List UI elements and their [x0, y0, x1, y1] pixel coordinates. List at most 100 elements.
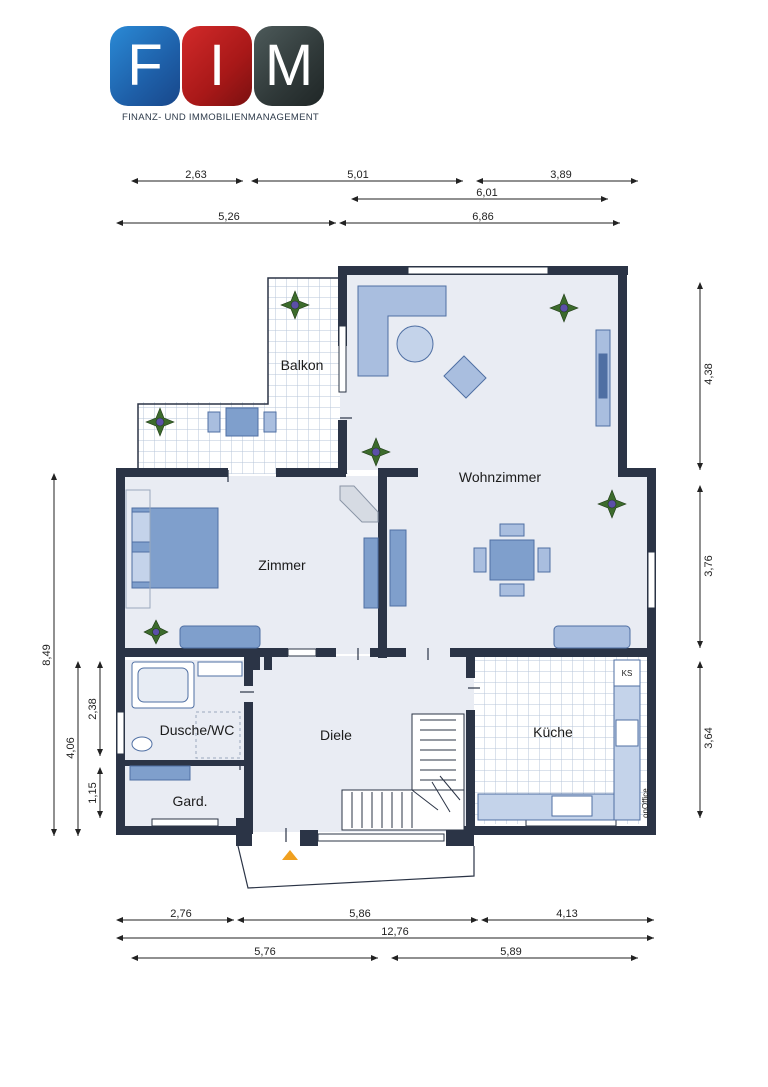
sideboard: [553, 625, 631, 649]
kitchen-sink: [551, 795, 593, 817]
bed-headboard: [125, 489, 151, 609]
shelf: [389, 529, 407, 607]
dim-label: 8,49: [41, 644, 53, 665]
balkon-floor: [268, 278, 348, 408]
logo-tagline: FINANZ- UND IMMOBILIENMANAGEMENT: [122, 112, 319, 123]
dimension-labels: 2,63 5,01 3,89 6,01 5,26 6,86 2,76 5,86 …: [41, 169, 715, 958]
window: [407, 266, 549, 275]
balcony-chair: [263, 411, 277, 433]
dim-label: 2,63: [185, 169, 206, 181]
room-label-garderobe: Gard.: [172, 793, 207, 809]
window: [287, 648, 317, 657]
window: [317, 833, 445, 842]
wall: [466, 656, 475, 678]
wall: [252, 656, 260, 670]
plant-icon: [597, 489, 627, 519]
window: [338, 325, 347, 393]
wall: [244, 702, 253, 834]
dim-label: 2,38: [87, 698, 99, 719]
plant-icon: [143, 619, 169, 645]
bathtub-inner: [137, 667, 189, 703]
dim-label: 5,76: [254, 946, 275, 958]
kitchen-fixtures: [477, 659, 641, 821]
bedroom-furniture: [125, 485, 407, 649]
balcony-chair: [207, 411, 221, 433]
wall: [338, 266, 347, 346]
room-label-wohnzimmer: Wohnzimmer: [459, 469, 542, 485]
room-label-kueche: Küche: [533, 724, 573, 740]
dim-label: 3,76: [703, 555, 715, 576]
window: [116, 711, 125, 755]
wall: [446, 830, 474, 846]
dim-label: 6,86: [472, 211, 493, 223]
wall: [378, 468, 418, 477]
toilet: [131, 736, 153, 752]
fireplace: [339, 485, 379, 523]
tv: [598, 353, 608, 399]
wall: [378, 468, 387, 658]
dim-label: 5,26: [218, 211, 239, 223]
wardrobe-shelf: [129, 765, 191, 781]
windows: [116, 266, 656, 842]
room-labels: Balkon Wohnzimmer Zimmer Dusche/WC Diele…: [160, 357, 650, 818]
dining-chair: [499, 583, 525, 597]
wall: [618, 266, 627, 474]
bathroom-fixtures: [129, 661, 243, 781]
plant-icon: [145, 407, 175, 437]
living-room-furniture: [357, 285, 631, 649]
room-label-balkon: Balkon: [281, 357, 324, 373]
logo-letter-f: F: [110, 26, 180, 106]
wall: [448, 826, 656, 835]
staircase: [341, 713, 465, 831]
corner-sofa: [357, 285, 447, 377]
walls: [116, 266, 656, 846]
wall: [338, 420, 347, 474]
dim-label: 5,01: [347, 169, 368, 181]
double-sink: [197, 661, 243, 677]
shower-tray: [195, 711, 241, 759]
dim-label: 3,64: [703, 727, 715, 748]
logo-letter-i: I: [182, 26, 252, 106]
entrance-arrow-icon: [282, 850, 298, 860]
wall: [116, 760, 248, 766]
dining-chair: [473, 547, 487, 573]
wall: [236, 818, 252, 846]
dim-label: 12,76: [381, 926, 409, 938]
logo-letter-m: M: [254, 26, 324, 106]
dining-table: [489, 539, 535, 581]
wall: [316, 648, 336, 657]
plant-icon: [280, 290, 310, 320]
dim-label: 4,38: [703, 363, 715, 384]
room-label-dusche-wc: Dusche/WC: [160, 722, 235, 738]
coffee-table: [396, 325, 434, 363]
wall: [116, 648, 288, 657]
bed-pillow: [131, 551, 151, 583]
balcony-table: [225, 407, 259, 437]
plants: [143, 290, 627, 645]
plant-icon: [549, 293, 579, 323]
entrance-porch: [237, 845, 475, 889]
window: [151, 818, 219, 827]
armchair: [443, 355, 487, 399]
cooktop: [615, 719, 639, 747]
wall: [116, 826, 252, 835]
dim-label: 4,06: [65, 737, 77, 758]
balcony-railing: [137, 277, 338, 470]
room-label-zimmer: Zimmer: [258, 557, 306, 573]
dim-label: 4,13: [556, 908, 577, 920]
plant-icon: [361, 437, 391, 467]
dim-label: 2,76: [170, 908, 191, 920]
wall: [300, 830, 318, 846]
brand-mark: onOffice: [641, 788, 650, 818]
dimension-lines: [51, 178, 703, 961]
window: [647, 551, 656, 609]
dining-chair: [537, 547, 551, 573]
wall: [450, 648, 656, 657]
wardrobe: [363, 537, 379, 609]
dim-label: 1,15: [87, 782, 99, 803]
wall: [116, 468, 228, 477]
dim-label: 6,01: [476, 187, 497, 199]
dim-label: 3,89: [550, 169, 571, 181]
fim-logo: F I M FINANZ- UND IMMOBILIENMANAGEMENT: [108, 24, 340, 128]
